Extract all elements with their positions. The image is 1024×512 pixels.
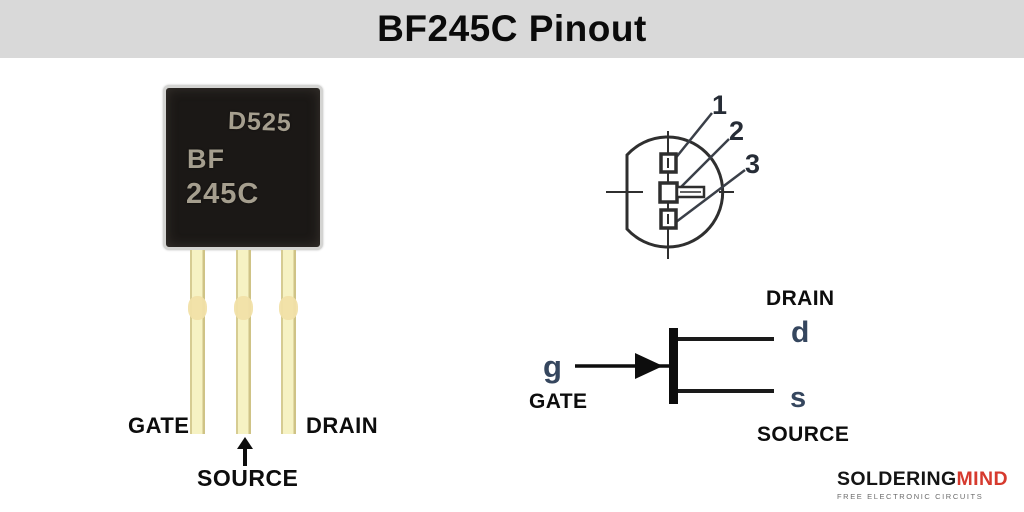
- header-bar: BF245C Pinout: [0, 0, 1024, 58]
- pin3-number: 3: [745, 149, 760, 179]
- leader-pin2: [676, 138, 730, 192]
- brand-name: SOLDERINGMIND: [837, 468, 1008, 490]
- lead-kink: [234, 296, 253, 320]
- package-marking-lot: D525: [227, 106, 293, 138]
- lead-kink: [279, 296, 298, 320]
- gate-arrow-icon: [635, 353, 663, 379]
- symbol-drain-label: DRAIN: [766, 287, 835, 310]
- jfet-symbol: [575, 328, 774, 404]
- brand-logo: SOLDERINGMIND FREE ELECTRONIC CIRCUITS: [837, 468, 1008, 502]
- brand-name-red: MIND: [956, 468, 1008, 490]
- source-label: SOURCE: [197, 465, 299, 491]
- package-marking-prefix: BF: [187, 144, 225, 174]
- pin-diagram: 1 2 3: [606, 90, 760, 259]
- drain-label: DRAIN: [306, 413, 379, 438]
- drain-terminal-letter: d: [791, 316, 810, 349]
- pin1-number: 1: [712, 90, 727, 120]
- page-title: BF245C Pinout: [377, 8, 647, 49]
- gate-label: GATE: [128, 413, 190, 438]
- symbol-gate-label: GATE: [529, 390, 588, 413]
- gate-lead: [188, 250, 207, 434]
- package-marking-part: 245C: [186, 178, 260, 210]
- pin2-number: 2: [729, 116, 744, 146]
- to92-package-body: D525 BF 245C: [163, 85, 323, 250]
- pin2-pad: [658, 181, 679, 204]
- lead-kink: [188, 296, 207, 320]
- source-terminal-letter: s: [790, 382, 807, 414]
- leader-pin1: [673, 112, 713, 161]
- drain-lead: [279, 250, 298, 434]
- gate-terminal-letter: g: [543, 349, 562, 384]
- brand-tagline: FREE ELECTRONIC CIRCUITS: [837, 492, 984, 502]
- leader-pin3: [675, 169, 746, 223]
- channel-bar: [669, 328, 678, 404]
- brand-name-black: SOLDERING: [837, 468, 957, 490]
- source-lead: [234, 250, 253, 434]
- symbol-source-label: SOURCE: [757, 423, 850, 446]
- up-arrow-icon: [237, 437, 253, 466]
